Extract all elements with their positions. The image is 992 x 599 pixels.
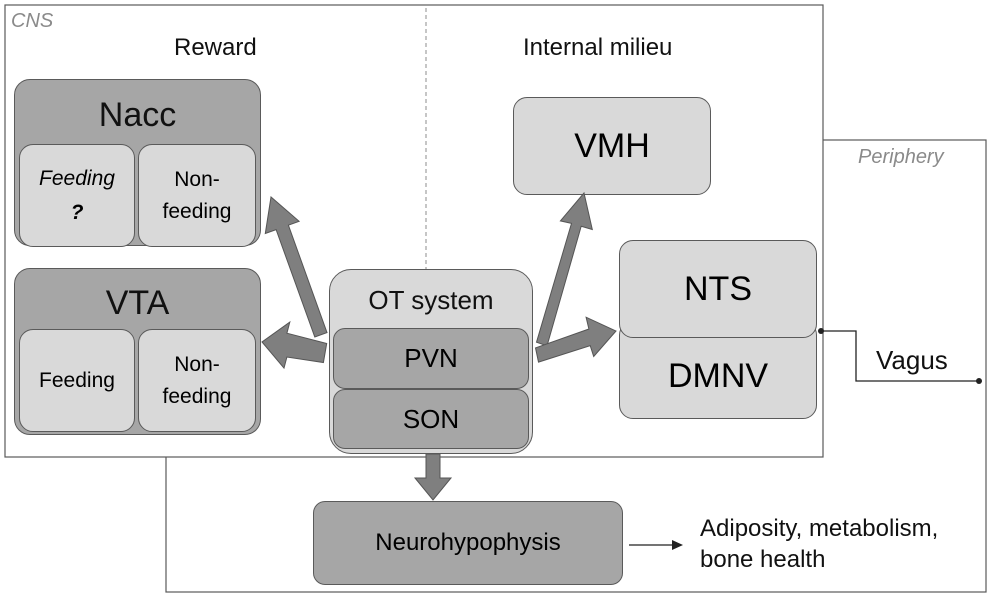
vta-nonfeeding-line2: feeding xyxy=(162,384,232,408)
nacc-title: Nacc xyxy=(98,96,177,134)
neurohypophysis-box: Neurohypophysis xyxy=(313,501,623,585)
vagus-label: Vagus xyxy=(876,345,948,375)
outcome-arrowhead xyxy=(672,540,683,550)
vagus-endpoint-left xyxy=(818,328,824,334)
nacc-nonfeeding-box: Non- feeding xyxy=(138,144,256,247)
nacc-feeding-question: ? xyxy=(70,200,84,224)
periphery-label: Periphery xyxy=(858,146,944,168)
cns-label: CNS xyxy=(11,10,54,32)
internal-milieu-header: Internal milieu xyxy=(523,34,673,61)
vta-title: VTA xyxy=(105,284,170,322)
nacc-feeding-label: Feeding xyxy=(39,166,115,190)
nts-box: NTS xyxy=(619,240,817,338)
vta-feeding-box: Feeding xyxy=(19,329,135,432)
vta-nonfeeding-line1: Non- xyxy=(174,352,220,376)
vta-feeding-label: Feeding xyxy=(39,368,115,392)
outcome-line2: bone health xyxy=(700,546,826,573)
ot-system-title: OT system xyxy=(368,285,494,315)
pvn-box: PVN xyxy=(333,328,529,389)
vagus-endpoint-right xyxy=(976,378,982,384)
vmh-box: VMH xyxy=(513,97,711,195)
vagus-line xyxy=(821,330,979,382)
outcome-line1: Adiposity, metabolism, xyxy=(700,515,939,542)
son-box: SON xyxy=(333,389,529,449)
reward-header: Reward xyxy=(174,34,257,61)
nacc-nonfeeding-line1: Non- xyxy=(174,167,220,191)
nacc-nonfeeding-line2: feeding xyxy=(162,199,232,223)
vta-nonfeeding-box: Non- feeding xyxy=(138,329,256,432)
nacc-feeding-box: Feeding ? xyxy=(19,144,135,247)
